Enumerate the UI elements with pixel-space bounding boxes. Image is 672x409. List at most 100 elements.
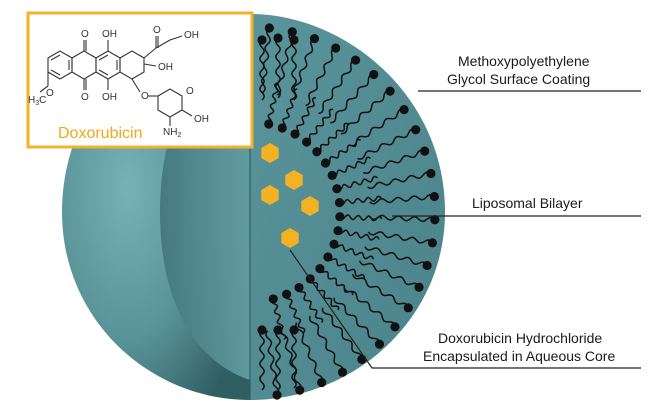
lipid-head (312, 147, 322, 157)
lipid-tail (336, 175, 378, 192)
lipid-head (257, 35, 267, 45)
lipid-head (309, 34, 320, 44)
lipid-head (403, 303, 413, 313)
atom-o1: O (81, 29, 89, 40)
lipid-tail (327, 256, 366, 279)
lipid-tail (333, 297, 381, 345)
lipid-tail (316, 122, 349, 153)
doxorubicin-hexagon (261, 185, 279, 205)
lipid-head (333, 226, 343, 236)
lipid-head (287, 27, 297, 37)
lipid-tail (291, 329, 297, 389)
lipid-head (350, 55, 361, 65)
atom-o6: O (186, 86, 194, 97)
lipid-tail (280, 327, 302, 391)
lipid-head (427, 238, 438, 248)
atom-oh4: OH (102, 92, 117, 103)
lipid-head (295, 385, 305, 395)
lipid-head (399, 105, 409, 115)
lipid-tail (321, 307, 363, 360)
doxorubicin-hexagon (261, 143, 279, 163)
atom-nh2: NH2 (163, 127, 181, 139)
lipid-head (272, 390, 282, 400)
lipid-tail (318, 59, 356, 115)
lipid-molecules (257, 23, 440, 400)
lipid-tail (338, 195, 382, 206)
lipid-head (337, 367, 348, 377)
doxorubicin-molecules (261, 143, 319, 248)
lipid-tail (259, 39, 265, 101)
lipid-head (268, 294, 278, 304)
lipid-tail (369, 214, 436, 223)
lipid-head (289, 325, 299, 335)
doxorubicin-hexagon (281, 228, 299, 248)
lipid-tail (331, 156, 371, 178)
lipid-head (323, 252, 333, 262)
lipid-head (426, 168, 436, 179)
lipid-tail (309, 278, 340, 311)
lipid-head (429, 191, 439, 202)
lipid-tail (337, 229, 380, 241)
lipid-head (320, 158, 331, 168)
lipid-tail (349, 108, 405, 147)
atom-o2: O (153, 25, 161, 36)
lipid-head (331, 43, 341, 53)
lipid-tail (369, 193, 435, 205)
lipid-tail (364, 246, 428, 266)
structure-caption: Doxorubicin (58, 125, 142, 142)
core-label-line2: Encapsulated in Aqueous Core (423, 348, 615, 364)
lipid-head (374, 339, 385, 349)
lipid-head (294, 282, 304, 293)
lipid-head (264, 119, 274, 129)
lipid-head (335, 212, 345, 222)
lipid-head (329, 239, 339, 249)
lipid-head (273, 33, 283, 43)
lipid-head (315, 264, 325, 274)
bilayer-label: Liposomal Bilayer (472, 195, 583, 211)
structure-bonds (39, 35, 193, 126)
peg-label-line2: Glycol Surface Coating (447, 71, 590, 87)
lipid-tail (275, 37, 281, 99)
atom-oh1: OH (102, 29, 117, 40)
peg-label-line1: Methoxypolyethylene (458, 53, 590, 69)
lipid-tail (308, 315, 344, 373)
lipid-tail (291, 37, 315, 101)
lipid-tail (363, 149, 425, 175)
lipid-head (390, 322, 400, 332)
lipid-tail (367, 231, 433, 244)
doxorubicin-structure-panel: O OH O OH OH O H3C O OH O O OH NH2 Doxor… (26, 11, 254, 149)
lipid-tail (333, 244, 374, 260)
lipid-head (422, 260, 432, 271)
lipid-tail (330, 73, 374, 124)
core-label-line1: Doxorubicin Hydrochloride (438, 330, 602, 346)
lipid-head (334, 197, 345, 208)
atom-methoxy: H3C (28, 95, 46, 107)
lipid-head (289, 35, 299, 45)
lipid-tail (340, 90, 391, 135)
lipid-head (277, 123, 287, 133)
lipid-tail (339, 214, 383, 222)
lipid-tail (325, 138, 361, 165)
atom-o5: O (141, 91, 149, 102)
lipid-tail (265, 330, 280, 396)
lipid-head (282, 289, 292, 299)
lipid-tail (357, 128, 416, 160)
lipid-head (302, 137, 312, 147)
lipid-head (290, 129, 300, 139)
lipid-tail (351, 273, 409, 309)
atom-oh5: OH (194, 114, 209, 125)
atom-o3: O (46, 88, 54, 99)
lipid-tail (305, 47, 336, 107)
lipid-tail (294, 96, 317, 135)
lipid-head (411, 125, 421, 135)
doxorubicin-hexagon (301, 196, 319, 216)
core-leader-line (289, 249, 641, 369)
lipid-head (414, 282, 424, 292)
lipid-tail (295, 322, 324, 383)
atom-oh2: OH (184, 30, 199, 41)
lipid-tail (306, 108, 334, 143)
lipid-tail (319, 268, 354, 296)
atom-oh3: OH (158, 62, 173, 73)
atom-o4: O (81, 92, 89, 103)
